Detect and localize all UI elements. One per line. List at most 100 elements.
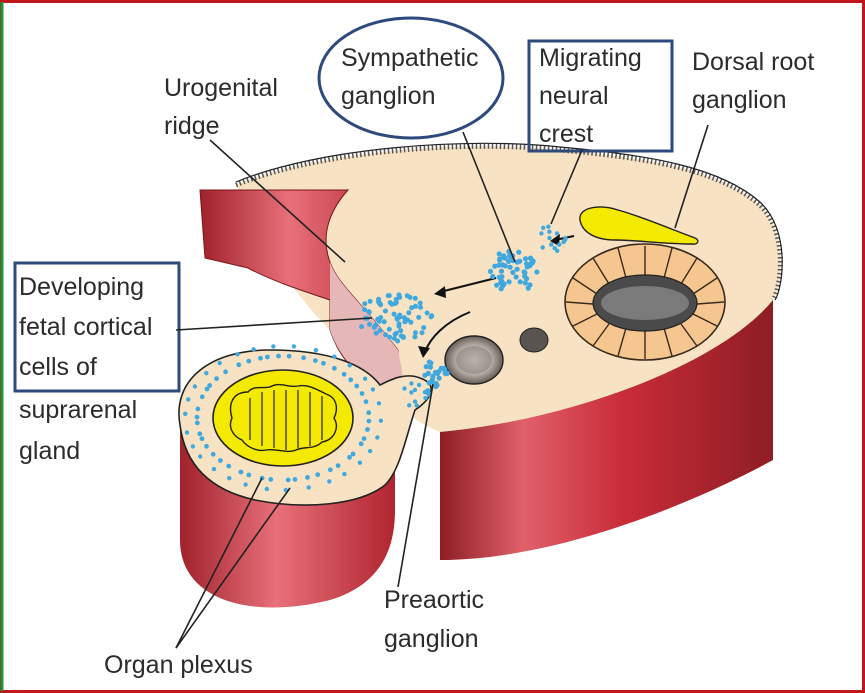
neural-crest-cell (402, 386, 406, 390)
neural-crest-cell (508, 265, 513, 270)
aorta-wall-inner (456, 346, 492, 374)
neural-crest-cell (367, 322, 372, 327)
organ-plexus-cell (342, 372, 347, 377)
neural-crest-cell (408, 320, 413, 325)
organ-plexus-cell (200, 436, 205, 441)
organ-plexus-cell (195, 415, 200, 420)
neural-crest-cell (420, 330, 425, 335)
neural-crest-cell (555, 231, 559, 235)
organ-plexus-cell (218, 361, 222, 365)
neural-crest-cell (382, 319, 387, 324)
preaortic-ganglion-label: Preaortic ganglion (384, 586, 491, 653)
neural-crest-cell (397, 295, 402, 300)
neural-crest-cell (388, 300, 393, 305)
neural-crest-cell (437, 376, 442, 381)
label-line: ganglion (341, 82, 436, 110)
organ-plexus-cell (367, 419, 372, 424)
organ-plexus-cell (258, 356, 263, 361)
neural-crest-cell (423, 396, 427, 400)
organ-plexus-cell (301, 355, 306, 360)
neural-crest-cell (510, 270, 515, 275)
neural-crest-cell (443, 371, 448, 376)
neural-crest-cell (359, 324, 364, 329)
organ-plexus-cell (347, 455, 352, 460)
organ-plexus-cell (375, 435, 379, 439)
organ-plexus-cell (186, 397, 190, 401)
neural-crest-cell (421, 325, 426, 330)
label-line: Urogenital (164, 74, 278, 102)
organ-plexus-cell (368, 449, 372, 453)
neural-crest-cell (393, 301, 398, 306)
organ-plexus-cell (214, 376, 219, 381)
neural-crest-cell (373, 323, 378, 328)
neural-crest-cell (378, 328, 383, 333)
organ-plexus-cell (360, 391, 365, 396)
neural-crest-cell (425, 311, 430, 316)
neural-crest-cell (405, 293, 410, 298)
migrating-neural-crest-label: Migrating neural crest (539, 44, 649, 148)
neural-crest-cell (442, 366, 447, 371)
organ-plexus-cell (204, 371, 208, 375)
dorsal-root-ganglion-label: Dorsal root ganglion (692, 48, 821, 114)
neural-crest-cell (507, 279, 512, 284)
organ-plexus-cell (196, 407, 201, 412)
label-line: ganglion (384, 625, 479, 653)
organ-plexus-cell (359, 441, 364, 446)
neural-crest-cell (362, 307, 367, 312)
neural-crest-cell (506, 259, 511, 264)
organ-plexus-cell (377, 401, 381, 405)
organ-plexus-cell (287, 354, 292, 359)
neural-crest-cell (413, 399, 417, 403)
organ-plexus-cell (327, 479, 331, 483)
sympathetic-ganglion-label: Sympathetic ganglion (341, 44, 486, 110)
organ-plexus-cell (348, 363, 352, 367)
neural-crest-cell (415, 403, 419, 407)
organ-plexus-cell (226, 464, 231, 469)
organ-plexus-cell (342, 472, 346, 476)
organ-plexus-cell (218, 458, 223, 463)
organ-plexus-cell (195, 421, 200, 426)
organ-plexus-cell (365, 427, 370, 432)
organ-plexus-label: Organ plexus (104, 651, 253, 679)
organ-plexus-cell (191, 444, 195, 448)
organ-plexus-cell (236, 362, 241, 367)
organ-plexus-cell (200, 394, 205, 399)
organ-plexus-cell (305, 475, 310, 480)
neural-crest-cell (553, 246, 557, 250)
neural-crest-cell (516, 250, 521, 255)
organ-plexus-cell (227, 476, 231, 480)
urogenital-ridge-label: Urogenital ridge (164, 74, 285, 140)
label-line: gland (19, 437, 80, 465)
organ-plexus-cell (193, 384, 197, 388)
neural-crest-cell (378, 315, 383, 320)
neural-crest-cell (395, 316, 400, 321)
neural-crest-cell (430, 374, 435, 379)
neural-crest-cell (402, 315, 407, 320)
gut-lumen (230, 385, 336, 452)
neural-crest-cell (515, 267, 520, 272)
organ-plexus-cell (348, 377, 353, 382)
neural-crest-cell (526, 286, 531, 291)
neural-crest-cell (428, 365, 433, 370)
neural-crest-cell (413, 388, 417, 392)
organ-plexus-cell (336, 463, 341, 468)
organ-plexus-cell (351, 452, 356, 457)
label-line: cells of (19, 353, 97, 381)
label-line: ridge (164, 112, 220, 140)
neural-crest-cell (398, 328, 403, 333)
neural-canal-highlight (601, 286, 689, 320)
organ-plexus-cell (185, 430, 189, 434)
neural-crest-cell (524, 276, 529, 281)
neural-crest-cell (367, 310, 372, 315)
label-line: crest (539, 120, 593, 148)
organ-plexus-cell (362, 436, 367, 441)
organ-plexus-cell (271, 344, 275, 348)
organ-plexus-cell (265, 487, 269, 491)
neural-crest-cell (416, 315, 421, 320)
notochord (520, 328, 548, 352)
neural-crest-cell (502, 281, 507, 286)
sympathetic-ganglion-highlight (319, 18, 503, 138)
neural-crest-cell (407, 403, 411, 407)
neural-crest-cell (417, 383, 421, 387)
label-line: ganglion (692, 86, 787, 114)
